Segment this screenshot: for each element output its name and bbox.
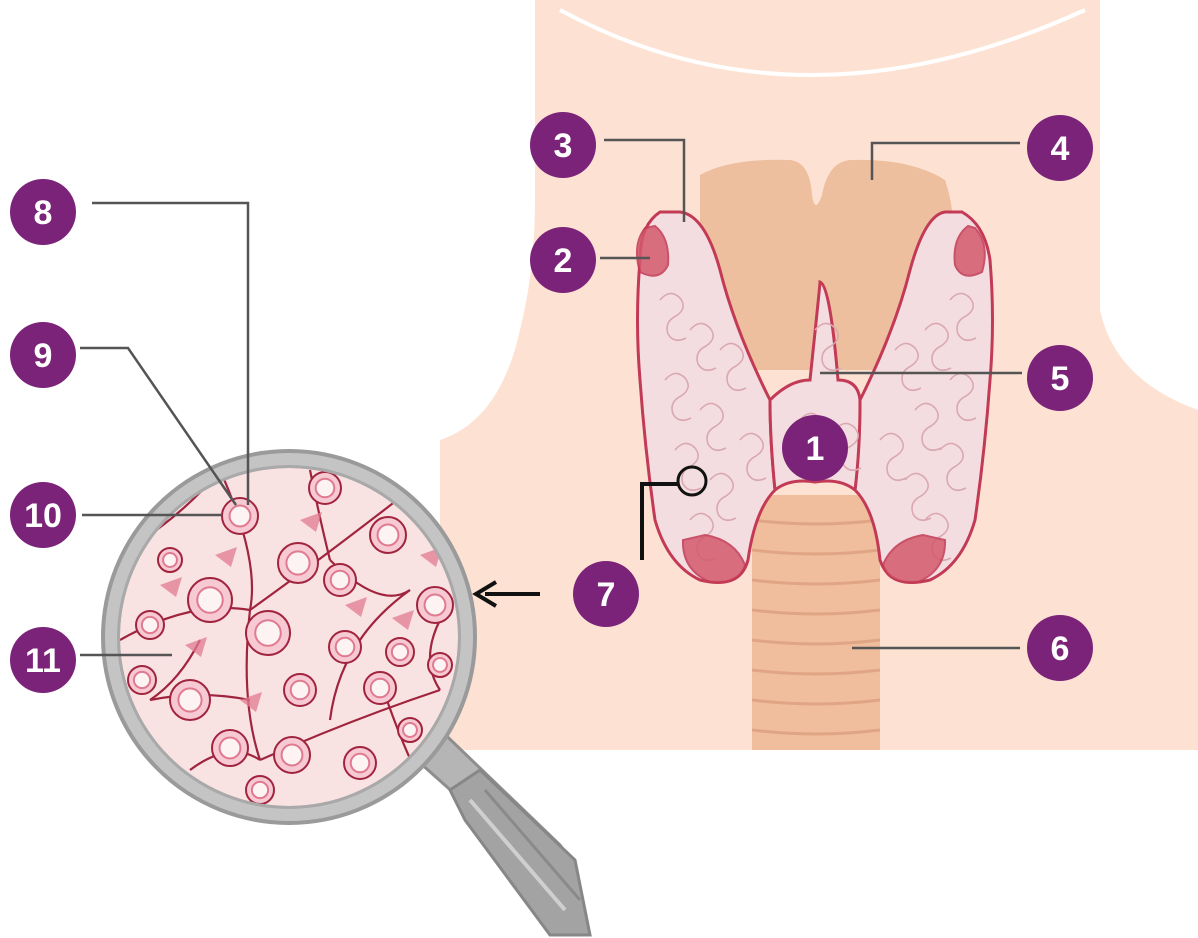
follicle-colloid (336, 638, 355, 657)
follicle-colloid (351, 754, 370, 773)
follicle-colloid (230, 506, 251, 527)
trachea-tube (752, 495, 880, 750)
badge-3-label: 3 (554, 127, 573, 165)
follicle-colloid (134, 672, 150, 688)
badge-10-label: 10 (24, 497, 62, 535)
badge-5: 5 (1027, 345, 1093, 411)
badge-2: 2 (530, 227, 596, 293)
badge-7: 7 (573, 561, 639, 627)
follicle-colloid (392, 644, 408, 660)
badge-4: 4 (1027, 115, 1093, 181)
badge-9-label: 9 (34, 337, 53, 375)
badge-9: 9 (10, 322, 76, 388)
badge-1: 1 (782, 415, 848, 481)
follicle-colloid (178, 688, 201, 711)
follicle-colloid (425, 595, 446, 616)
badge-4-label: 4 (1051, 130, 1070, 168)
badge-3: 3 (530, 112, 596, 178)
follicle-colloid (197, 587, 223, 613)
badge-8-label: 8 (34, 194, 53, 232)
badge-7-label: 7 (597, 576, 616, 614)
follicle-colloid (255, 620, 281, 646)
follicle-colloid (163, 553, 177, 567)
badge-6-label: 6 (1051, 630, 1070, 668)
badge-6: 6 (1027, 615, 1093, 681)
badge-5-label: 5 (1051, 360, 1070, 398)
leader-line-8 (92, 203, 248, 505)
trachea (752, 495, 880, 750)
follicle-colloid (142, 617, 158, 633)
follicle-colloid (252, 782, 268, 798)
badge-8: 8 (10, 179, 76, 245)
badge-10: 10 (10, 482, 76, 548)
follicle-colloid (220, 738, 241, 759)
badge-2-label: 2 (554, 242, 573, 280)
follicle-colloid (286, 551, 309, 574)
badge-11: 11 (10, 627, 76, 693)
follicle-colloid (331, 571, 350, 590)
follicle-colloid (316, 479, 335, 498)
follicle-colloid (371, 679, 390, 698)
follicle-colloid (282, 745, 303, 766)
badge-11-label: 11 (25, 642, 61, 680)
follicle-colloid (433, 658, 447, 672)
badge-1-label: 1 (806, 430, 825, 468)
follicle-colloid (403, 723, 417, 737)
follicle-colloid (378, 525, 399, 546)
follicle-colloid (291, 681, 310, 700)
